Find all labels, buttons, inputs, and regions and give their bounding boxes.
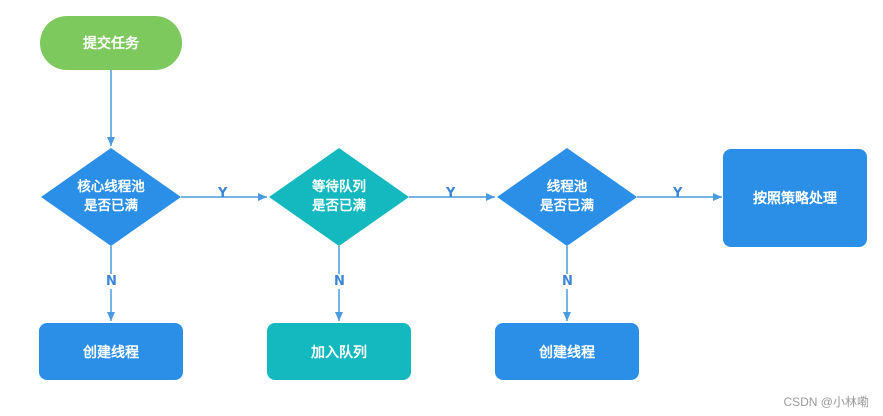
decision-thread-pool-label: 线程池 是否已满 <box>507 178 627 216</box>
action-create-thread-core: 创建线程 <box>39 323 183 380</box>
edge-core-yes-label: Y <box>218 186 228 201</box>
edge-thread-pool-no-label: N <box>560 274 575 289</box>
final-reject-policy-node: 按照策略处理 <box>723 149 867 247</box>
action-create-thread-pool: 创建线程 <box>495 323 639 380</box>
decision-thread-pool-line2: 是否已满 <box>540 198 594 214</box>
edge-core-no-label: N <box>104 274 119 289</box>
final-reject-policy-label: 按照策略处理 <box>753 191 837 207</box>
decision-core-pool-line1: 核心线程池 <box>77 179 145 195</box>
decision-queue-line1: 等待队列 <box>312 179 366 195</box>
action-create-thread-pool-label: 创建线程 <box>539 344 595 361</box>
start-node-label: 提交任务 <box>83 36 139 52</box>
decision-core-pool-shape <box>41 148 181 246</box>
decision-core-pool-line2: 是否已满 <box>84 198 138 214</box>
decision-queue-label: 等待队列 是否已满 <box>279 178 399 216</box>
edge-queue-yes-label: Y <box>446 186 456 201</box>
start-node: 提交任务 <box>40 16 182 70</box>
action-enqueue-label: 加入队列 <box>311 344 367 361</box>
edge-queue-no-label: N <box>332 274 347 289</box>
action-enqueue: 加入队列 <box>267 323 411 380</box>
action-create-thread-core-label: 创建线程 <box>83 344 139 361</box>
edge-thread-pool-yes-label: Y <box>673 186 683 201</box>
decision-queue-shape <box>269 148 409 246</box>
decision-thread-pool-line1: 线程池 <box>546 179 588 195</box>
watermark: CSDN @小林嘞 <box>783 395 869 409</box>
decision-thread-pool-shape <box>497 148 637 246</box>
decision-queue-line2: 是否已满 <box>312 198 366 214</box>
decision-core-pool-label: 核心线程池 是否已满 <box>51 178 171 216</box>
